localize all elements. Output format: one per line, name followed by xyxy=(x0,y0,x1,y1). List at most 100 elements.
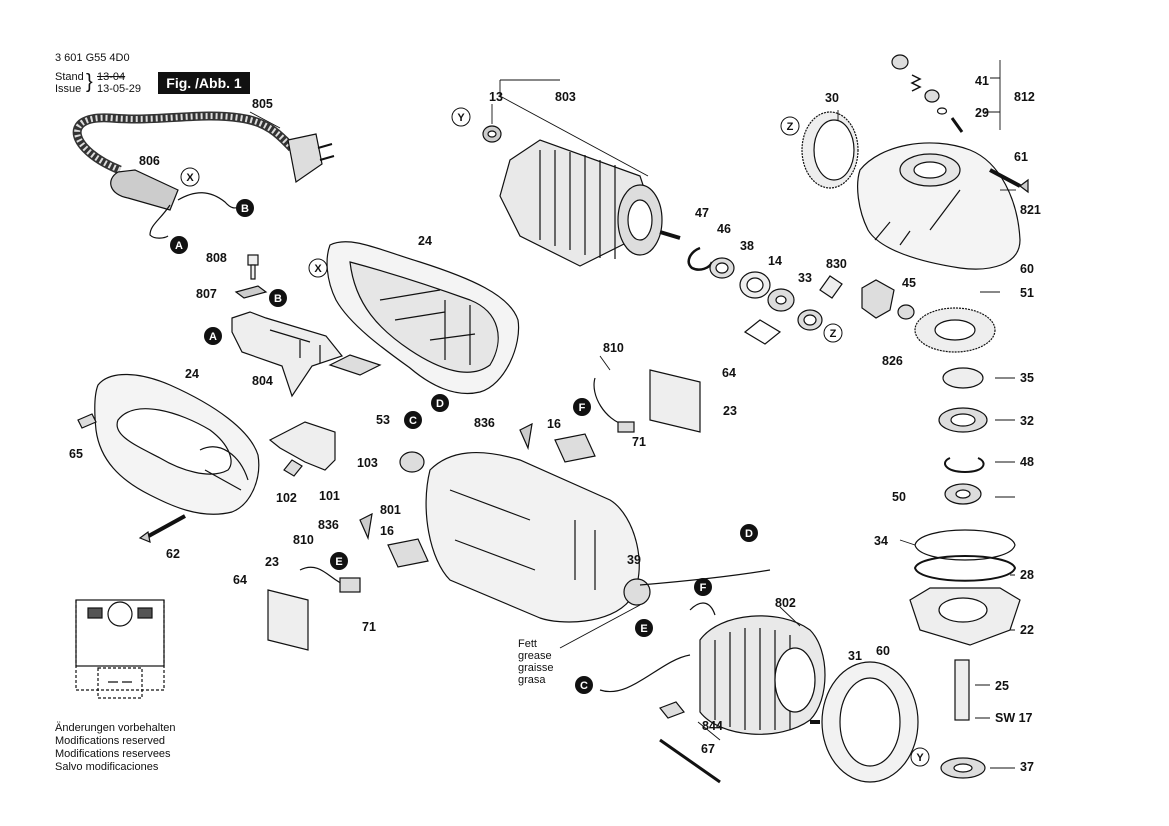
marker-b-1: B xyxy=(236,199,254,217)
filled-markers: B A B A C D F E D F E C xyxy=(170,199,758,694)
part-label: 47 xyxy=(695,206,709,220)
svg-text:C: C xyxy=(409,415,417,427)
part-label: 836 xyxy=(318,518,339,532)
svg-text:E: E xyxy=(640,623,647,635)
part-label: 32 xyxy=(1020,414,1034,428)
figure-badge: Fig. /Abb. 1 xyxy=(158,72,250,94)
marker-b-2: B xyxy=(269,289,287,307)
svg-text:F: F xyxy=(700,582,707,594)
part-label: 29 xyxy=(975,106,989,120)
part-label: 844 xyxy=(702,719,723,733)
marker-x-1: X xyxy=(180,167,200,187)
part-label: 102 xyxy=(276,491,297,505)
part-label: 821 xyxy=(1020,203,1041,217)
part-label: 804 xyxy=(252,374,273,388)
guard-flange xyxy=(810,661,919,783)
part-label: 25 xyxy=(995,679,1009,693)
part-label: 64 xyxy=(233,573,247,587)
cable-clamp xyxy=(234,254,268,299)
svg-text:A: A xyxy=(209,331,217,343)
grease-note: Fett grease graisse grasa xyxy=(518,638,554,686)
note-fr: Modifications reservees xyxy=(55,748,171,760)
marker-c-2: C xyxy=(575,676,593,694)
part-label: 807 xyxy=(196,287,217,301)
crown-gear xyxy=(914,307,996,353)
part-label: 35 xyxy=(1020,371,1034,385)
note-de: Änderungen vorbehalten xyxy=(55,722,176,734)
armature xyxy=(482,125,681,267)
part-label: 24 xyxy=(185,367,199,381)
part-label: 50 xyxy=(892,490,906,504)
svg-text:Y: Y xyxy=(457,112,465,124)
power-cord xyxy=(72,111,335,239)
part-labels: 805 806 808 807 804 24 24 65 62 102 101 … xyxy=(69,74,1041,774)
bearing-set xyxy=(687,246,843,345)
housing-half-upper xyxy=(326,241,520,394)
note-es: Salvo modificaciones xyxy=(55,761,159,773)
part-label: 38 xyxy=(740,239,754,253)
part-label: 53 xyxy=(376,413,390,427)
part-label: 30 xyxy=(825,91,839,105)
svg-text:Z: Z xyxy=(830,328,837,340)
part-label: 801 xyxy=(380,503,401,517)
marker-x-2: X xyxy=(308,258,328,278)
marker-e-1: E xyxy=(330,552,348,570)
part-label: 51 xyxy=(1020,286,1034,300)
part-label: 61 xyxy=(1014,150,1028,164)
part-label: 31 xyxy=(848,649,862,663)
part-label: 830 xyxy=(826,257,847,271)
svg-text:X: X xyxy=(186,172,194,184)
part-label: 802 xyxy=(775,596,796,610)
part-label: 23 xyxy=(265,555,279,569)
part-label: 24 xyxy=(418,234,432,248)
part-label: 803 xyxy=(555,90,576,104)
part-label: 64 xyxy=(722,366,736,380)
marker-z-1: Z xyxy=(780,116,800,136)
brush-holders xyxy=(267,369,721,784)
svg-text:B: B xyxy=(241,203,249,215)
part-label: 34 xyxy=(874,534,888,548)
part-label: 28 xyxy=(1020,568,1034,582)
part-label: 22 xyxy=(1020,623,1034,637)
marker-z-2: Z xyxy=(823,323,843,343)
bevel-gear-small xyxy=(801,111,859,189)
part-label: 46 xyxy=(717,222,731,236)
part-label: 48 xyxy=(1020,455,1034,469)
marker-c-1: C xyxy=(404,411,422,429)
leader-lines xyxy=(249,60,1016,769)
spindle-lock-parts xyxy=(891,54,964,133)
svg-text:F: F xyxy=(579,402,586,414)
part-number: 3 601 G55 4D0 xyxy=(55,52,130,64)
svg-text:Y: Y xyxy=(916,752,924,764)
issue-value: 13-05-29 xyxy=(97,83,142,95)
wiring-schematic xyxy=(75,599,165,699)
part-label: 13 xyxy=(489,90,503,104)
marker-e-2: E xyxy=(635,619,653,637)
pinion xyxy=(861,279,915,320)
part-label: 23 xyxy=(723,404,737,418)
part-label: 810 xyxy=(293,533,314,547)
stand-value: 13-04 xyxy=(97,71,126,83)
part-label: 71 xyxy=(632,435,646,449)
part-label: 37 xyxy=(1020,760,1034,774)
part-label: SW 17 xyxy=(995,711,1033,725)
part-label: 67 xyxy=(701,742,715,756)
part-label: 836 xyxy=(474,416,495,430)
stator xyxy=(599,569,826,735)
part-label: 101 xyxy=(319,489,340,503)
part-label: 806 xyxy=(139,154,160,168)
part-label: 812 xyxy=(1014,90,1035,104)
part-label: 62 xyxy=(166,547,180,561)
circle-markers: X Y Z Z X Y xyxy=(180,107,930,767)
spindle-stack xyxy=(909,367,1021,779)
svg-text:E: E xyxy=(335,556,342,568)
note-en: Modifications reserved xyxy=(55,735,166,747)
marker-f-1: F xyxy=(573,398,591,416)
part-label: 16 xyxy=(547,417,561,431)
part-label: 65 xyxy=(69,447,83,461)
marker-a-2: A xyxy=(204,327,222,345)
svg-text:X: X xyxy=(314,263,322,275)
modification-notes: Änderungen vorbehalten Modifications res… xyxy=(55,722,175,774)
part-label: 41 xyxy=(975,74,989,88)
